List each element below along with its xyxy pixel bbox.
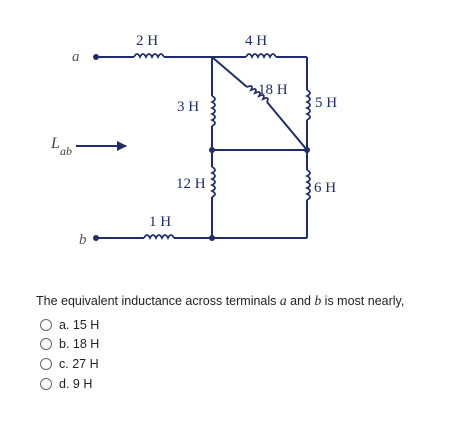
- node-n5: [209, 235, 215, 241]
- inductor-1h-label: 1 H: [149, 214, 171, 230]
- option-a-radio[interactable]: [40, 319, 52, 331]
- inductor-6h: [304, 150, 311, 238]
- lab-subscript: ab: [60, 144, 72, 158]
- inductor-12h: [209, 150, 216, 238]
- inductor-18h-label: 18 H: [258, 82, 288, 98]
- option-b[interactable]: b. 18 H: [40, 335, 99, 353]
- option-b-label: b. 18 H: [59, 337, 100, 351]
- option-a[interactable]: a. 15 H: [40, 316, 99, 334]
- option-c-radio[interactable]: [40, 358, 52, 370]
- inductor-2h: [96, 53, 212, 60]
- option-c-label: c. 27 H: [59, 357, 99, 371]
- inductor-18h: [211, 56, 308, 151]
- inductor-2h-label: 2 H: [136, 33, 158, 49]
- circuit-diagram: a b 2 H 4 H 3 H 5 H 18 H: [50, 33, 337, 248]
- option-b-radio[interactable]: [40, 338, 52, 350]
- question-var-b: b: [314, 293, 322, 308]
- question-text: The equivalent inductance across termina…: [36, 293, 405, 308]
- inductor-3h: [209, 57, 216, 150]
- inductor-5h: [304, 57, 311, 150]
- question-var-a: a: [279, 293, 287, 308]
- inductor-4h-label: 4 H: [245, 33, 267, 49]
- option-c[interactable]: c. 27 H: [40, 355, 99, 373]
- lab-label: L: [50, 135, 60, 152]
- inductor-1h: [96, 234, 307, 241]
- inductor-6h-label: 6 H: [314, 180, 336, 196]
- inductor-3h-label: 3 H: [177, 99, 199, 115]
- inductor-4h: [212, 53, 307, 60]
- terminal-a-label: a: [72, 49, 80, 65]
- inductor-12h-label: 12 H: [176, 176, 206, 192]
- option-d-radio[interactable]: [40, 378, 52, 390]
- option-d-label: d. 9 H: [59, 377, 93, 391]
- option-a-label: a. 15 H: [59, 318, 100, 332]
- terminal-b-label: b: [79, 232, 87, 248]
- option-d[interactable]: d. 9 H: [40, 375, 92, 393]
- inductor-5h-label: 5 H: [315, 95, 337, 111]
